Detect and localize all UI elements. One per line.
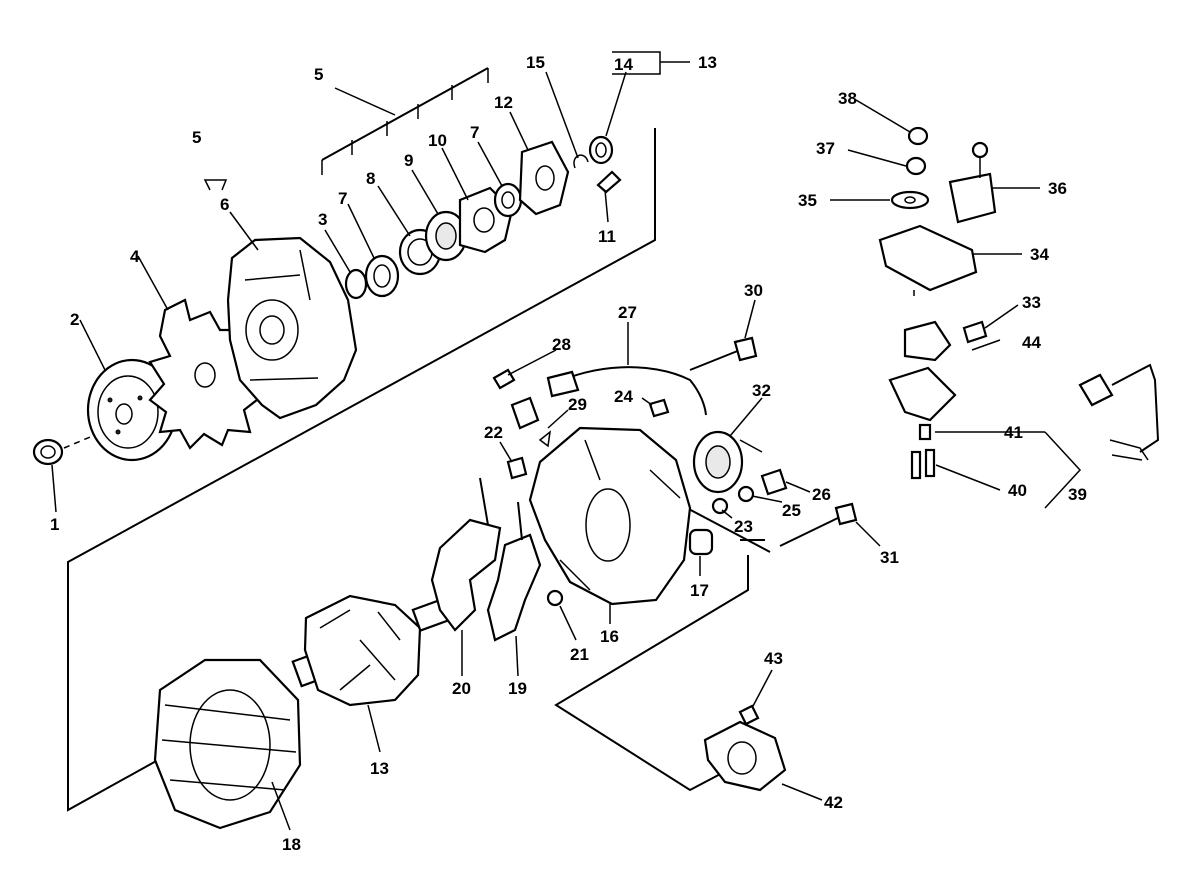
- callout-40: 40: [1008, 481, 1027, 500]
- callout-32: 32: [752, 381, 771, 400]
- callout-4: 4: [130, 247, 140, 266]
- small-parts-center: [506, 398, 788, 556]
- callout-11: 11: [598, 227, 616, 246]
- callout-6: 6: [220, 195, 229, 214]
- part-screw-33: [962, 320, 988, 344]
- callout-38: 38: [838, 89, 857, 108]
- callout-2: 2: [70, 310, 79, 329]
- callout-22: 22: [484, 423, 503, 442]
- callout-16: 16: [600, 627, 619, 646]
- callout-1: 1: [50, 515, 59, 534]
- callout-3: 3: [318, 210, 327, 229]
- callout-36: 36: [1048, 179, 1067, 198]
- part-bushing-21: [546, 589, 564, 607]
- rectifier-assembly: [430, 477, 564, 642]
- part-brush-40b: [924, 448, 936, 478]
- part-rectifier-19: [486, 533, 542, 642]
- part-bolt-31: [779, 515, 843, 547]
- callout-28: 28: [552, 335, 571, 354]
- part-holder-44: [903, 320, 952, 362]
- callout-42: 42: [824, 793, 843, 812]
- part-screw-30: [689, 349, 741, 371]
- part-nut: [32, 438, 64, 466]
- callout-23: 23: [734, 517, 753, 536]
- part-spring-41: [918, 423, 932, 441]
- part-insulator-23: [711, 497, 729, 515]
- part-clip-29: [538, 430, 552, 448]
- part-washer-35: [890, 190, 930, 210]
- callout-24: 24: [614, 387, 633, 406]
- callout-43: 43: [764, 649, 783, 668]
- callout-29: 29: [568, 395, 587, 414]
- callout-34: 34: [1030, 245, 1049, 264]
- part-screw-11: [596, 170, 622, 194]
- part-cover-42: [703, 720, 787, 792]
- part-brush-40a: [910, 450, 922, 480]
- callout-21: 21: [570, 645, 589, 664]
- callout-13a: 13: [698, 53, 717, 72]
- callout-30: 30: [744, 281, 763, 300]
- brush-parts: [492, 336, 858, 547]
- callout-7b: 7: [470, 123, 479, 142]
- regulator-parts: [703, 126, 1160, 792]
- part-washer-25: [737, 485, 755, 503]
- callout-13b: 13: [370, 759, 389, 778]
- callout-27: 27: [618, 303, 637, 322]
- part-terminal-26: [760, 468, 788, 496]
- part-bushing-22: [506, 456, 528, 480]
- callout-37: 37: [816, 139, 835, 158]
- callout-20: 20: [452, 679, 471, 698]
- connector: [1078, 373, 1114, 407]
- part-bushing-14: [588, 135, 614, 165]
- part-collar: [344, 268, 368, 300]
- callout-5a: 5: [192, 128, 201, 147]
- callout-8: 8: [366, 169, 375, 188]
- leader-lines: [51, 51, 1082, 831]
- callout-44: 44: [1022, 333, 1041, 352]
- callout-12: 12: [494, 93, 513, 112]
- part-stator: [153, 658, 302, 830]
- callout-25: 25: [782, 501, 801, 520]
- part-plate-12: [518, 140, 570, 216]
- callout-labels: 1 2 4 5 6 5 3 7 8 9 10 7 12 15 14 13 11 …: [50, 53, 1087, 854]
- part-lead-27: [554, 366, 707, 416]
- callout-15: 15: [526, 53, 545, 72]
- callout-18: 18: [282, 835, 301, 854]
- group-frame-lines: [67, 128, 771, 812]
- callout-10: 10: [428, 131, 447, 150]
- part-washer-7b: [493, 182, 523, 218]
- part-screw-43: [738, 704, 760, 726]
- part-plate-34: [878, 224, 978, 292]
- part-rectifier-20: [430, 518, 502, 632]
- part-screw-24: [648, 398, 670, 418]
- callout-5b: 5: [314, 65, 323, 84]
- callout-26: 26: [812, 485, 831, 504]
- part-washer-37: [905, 156, 927, 176]
- callout-19: 19: [508, 679, 527, 698]
- part-clip-15: [573, 154, 589, 169]
- part-nut-38: [907, 126, 929, 146]
- part-pulley: [86, 358, 178, 462]
- part-slip-ring-end-frame: [528, 426, 692, 606]
- callout-14: 14: [614, 55, 633, 74]
- callout-17: 17: [690, 581, 709, 600]
- callout-35: 35: [798, 191, 817, 210]
- callout-41: 41: [1004, 423, 1023, 442]
- part-terminal-36: [948, 172, 997, 224]
- callout-7a: 7: [338, 189, 347, 208]
- bearing-stack: [344, 140, 570, 300]
- small-parts-top: [573, 135, 622, 194]
- part-drive-end-frame: [226, 236, 358, 420]
- callout-33: 33: [1022, 293, 1041, 312]
- part-washer-7a: [364, 254, 400, 298]
- part-sleeve-17: [688, 528, 714, 556]
- callout-9: 9: [404, 151, 413, 170]
- part-bracket-39: [888, 366, 957, 422]
- callout-39: 39: [1068, 485, 1087, 504]
- callout-31: 31: [880, 548, 899, 567]
